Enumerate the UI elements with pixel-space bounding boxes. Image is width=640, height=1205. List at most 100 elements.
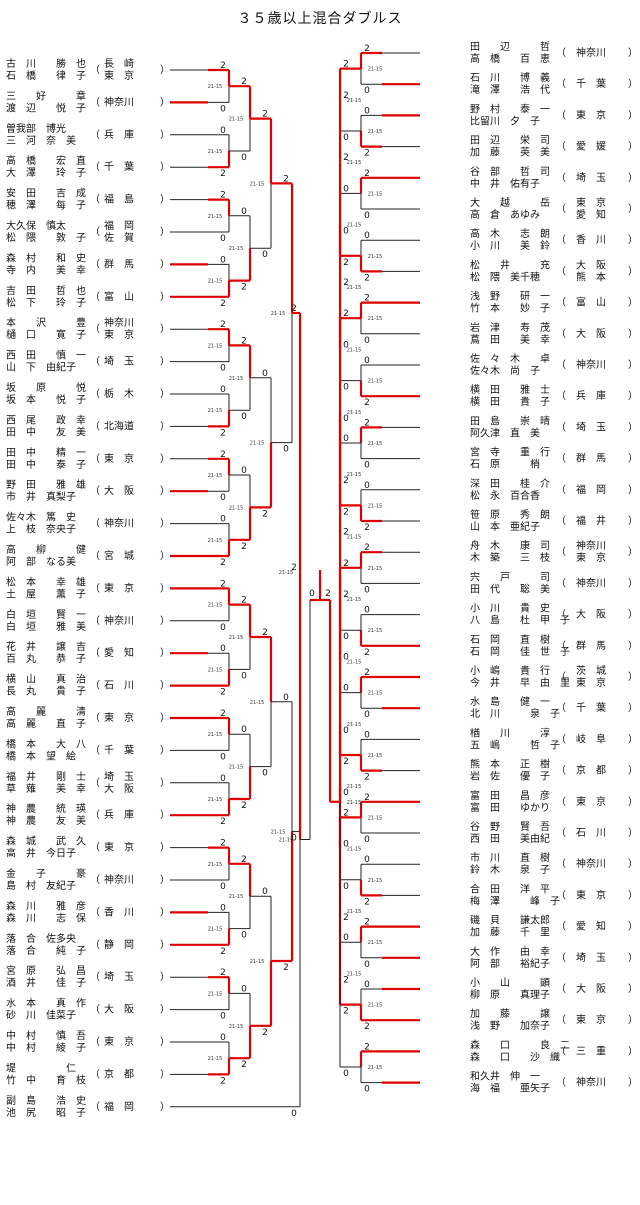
prefecture: 福 島 (104, 193, 134, 206)
player-name: 古 川 勝 也 (6, 57, 86, 70)
paren: （ (90, 939, 100, 951)
prefecture: 大 阪 (104, 1003, 134, 1016)
prefecture: 静 岡 (104, 938, 134, 951)
prefecture: 群 馬 (576, 639, 606, 652)
game-score: 0 (364, 960, 370, 970)
game-score: 2 (364, 1022, 370, 1032)
game-score: 2 (220, 1076, 226, 1086)
set-score: 21-15 (368, 566, 383, 572)
set-score: 21-15 (208, 149, 223, 155)
player-name: 市 川 直 樹 (470, 851, 550, 864)
paren: ） (628, 484, 638, 496)
player-name: 坂 原 悦 (6, 381, 86, 394)
prefecture: 岐 阜 (576, 732, 606, 745)
player-name: 渡 辺 悦 子 (6, 101, 86, 114)
paren: ） (628, 141, 638, 153)
paren: （ (556, 297, 566, 309)
paren: ） (628, 796, 638, 808)
player-name: 高 木 志 朗 (470, 227, 550, 240)
player-name: 木 築 三 枝 (470, 551, 550, 564)
paren: （ (90, 647, 100, 659)
game-score: 0 (343, 652, 349, 662)
player-name: 田 中 友 美 (6, 425, 86, 438)
set-score: 21-15 (347, 784, 362, 790)
paren: ） (628, 421, 638, 433)
player-name: 今 井 早 由 里 (470, 676, 570, 689)
game-score: 0 (343, 684, 349, 694)
player-name: 柳 原 真理子 (470, 988, 550, 1001)
paren: ） (628, 172, 638, 184)
player-name: 坂 本 悦 子 (6, 393, 86, 406)
player-name: 加 藤 英 美 (470, 146, 550, 159)
player-name: 落 合 純 子 (6, 944, 86, 957)
player-name: 鈴 木 泉 子 (470, 863, 550, 876)
player-name: 浅 野 加奈子 (470, 1019, 550, 1032)
game-score: 0 (364, 980, 370, 990)
set-score: 21-15 (208, 927, 223, 933)
game-score: 2 (364, 897, 370, 907)
game-score: 0 (220, 255, 226, 265)
player-name: 横 田 貴 子 (470, 395, 550, 408)
game-score: 0 (343, 632, 349, 642)
paren: ） (628, 265, 638, 277)
paren: （ (90, 1068, 100, 1080)
paren: （ (90, 680, 100, 692)
prefecture: 神奈川 (576, 539, 606, 552)
player-name: 曽我部 博光 (6, 122, 66, 135)
set-score: 21-15 (368, 503, 383, 509)
paren: ） (628, 234, 638, 246)
player-name: 松 隈 美千穂 (470, 270, 540, 283)
set-score: 21-15 (347, 847, 362, 853)
prefecture: 東 京 (576, 196, 606, 209)
paren: （ (556, 577, 566, 589)
game-score: 0 (220, 104, 226, 114)
set-score: 21-15 (229, 505, 244, 511)
player-name: 富 田 昌 彦 (470, 789, 550, 802)
set-score: 21-15 (368, 67, 383, 73)
game-score: 2 (262, 628, 268, 638)
paren: （ (556, 858, 566, 870)
player-name: 竹 中 育 枝 (6, 1073, 86, 1086)
player-name: 五 嶋 哲 子 (470, 738, 560, 751)
set-score: 21-15 (208, 797, 223, 803)
paren: （ (556, 796, 566, 808)
prefecture: 埼 玉 (576, 171, 606, 184)
player-name: 安 田 吉 成 (6, 187, 86, 200)
player-name: 高 麗 直 子 (6, 717, 86, 730)
player-name: 池 尻 昭 子 (6, 1106, 86, 1119)
paren: ） (628, 390, 638, 402)
paren: ） (160, 388, 170, 400)
player-name: 土 屋 薫 子 (6, 587, 86, 600)
game-score: 2 (220, 450, 226, 460)
set-score: 21-15 (250, 181, 265, 187)
game-score: 0 (364, 461, 370, 471)
player-name: 高 橋 宏 直 (6, 154, 86, 167)
game-score: 0 (241, 412, 247, 422)
game-score: 0 (220, 385, 226, 395)
player-name: 谷 部 哲 司 (470, 165, 550, 178)
player-name: 佐々木 尚 子 (470, 364, 540, 377)
paren: （ (90, 874, 100, 886)
game-score: 0 (262, 250, 268, 260)
player-name: 寺 内 美 幸 (6, 263, 86, 276)
paren: ） (160, 518, 170, 530)
paren: ） (160, 96, 170, 108)
paren: （ (556, 1014, 566, 1026)
set-score: 21-15 (229, 1024, 244, 1030)
paren: ） (628, 359, 638, 371)
set-score: 21-15 (208, 279, 223, 285)
game-score: 0 (343, 133, 349, 143)
paren: （ (90, 1004, 100, 1016)
player-name: 阿 部 なる美 (6, 555, 76, 568)
game-score: 2 (220, 709, 226, 719)
set-score: 21-15 (208, 732, 223, 738)
paren: ） (160, 64, 170, 76)
paren: （ (90, 842, 100, 854)
set-score: 21-15 (208, 473, 223, 479)
player-name: 高 橋 百 恵 (470, 52, 550, 65)
paren: ） (160, 582, 170, 594)
player-name: 金 子 豪 (6, 867, 86, 880)
game-score: 0 (241, 207, 247, 217)
player-name: 小 川 美 鈴 (470, 239, 550, 252)
prefecture: 神奈川 (104, 517, 134, 530)
